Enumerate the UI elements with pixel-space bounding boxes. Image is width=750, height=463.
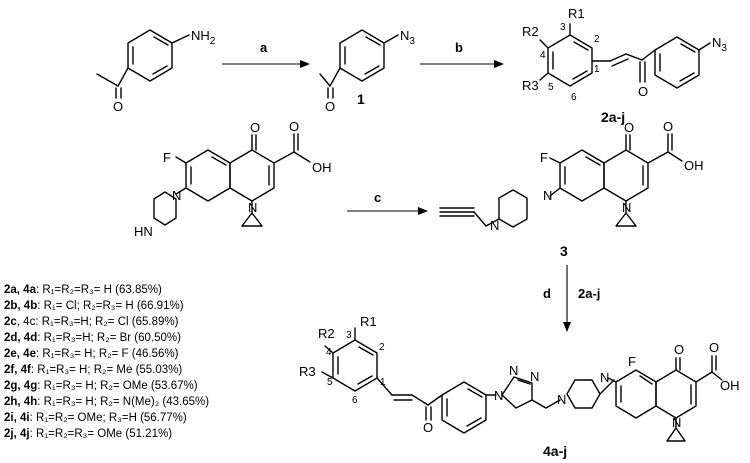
r1-label: R1 — [568, 6, 585, 21]
condition-b: b — [455, 40, 463, 55]
compound-3: F O O OH N N N 3 — [439, 119, 704, 259]
yield-row: 2c, 4c: R₁=R₃=H; R₂= Cl (65.89%) — [4, 316, 179, 328]
n3-label: N3 — [400, 28, 415, 47]
acid-o-label: O — [289, 119, 299, 134]
quinolone-n-label: N — [672, 415, 681, 430]
aminoacetophenone: NH2 O — [96, 28, 216, 114]
piperazine-n2-label: N — [490, 218, 499, 233]
piperazine-n-label: N — [557, 392, 566, 407]
compound-label-3: 3 — [560, 243, 568, 259]
ring-pos-3: 3 — [560, 22, 566, 33]
piperazine-n-label: N — [543, 188, 552, 203]
r3-label: R3 — [299, 364, 316, 379]
condition-d: d — [543, 286, 551, 301]
ring-pos-6: 6 — [571, 92, 577, 103]
acid-o-label: O — [709, 340, 719, 355]
ring-pos-1: 1 — [594, 64, 600, 75]
ring-pos-1: 1 — [380, 377, 386, 388]
piperazine-nh-label: HN — [134, 224, 153, 239]
ring-pos-4: 4 — [540, 50, 546, 61]
triazole-n3-label: N — [530, 369, 539, 384]
oh-label: OH — [684, 158, 704, 173]
r2-label: R2 — [318, 326, 335, 341]
keto-o-label: O — [250, 120, 260, 135]
chalcone-2: R1 R2 R3 N3 O 2 3 4 5 6 1 2a-j — [522, 6, 727, 125]
yield-row: 2e, 4e: R₁=R₃= H; R₂= F (46.56%) — [4, 348, 179, 360]
keto-o-label: O — [674, 342, 684, 357]
triazole-n2-label: N — [509, 363, 518, 378]
triazole-n1-label: N — [494, 388, 503, 403]
n3-label: N3 — [712, 35, 727, 54]
carbonyl-o-label: O — [325, 99, 335, 114]
compound-1: N3 O 1 — [319, 28, 415, 114]
ring-pos-6: 6 — [352, 395, 358, 406]
yield-row: 2f, 4f: R₁=R₃= H; R₂= Me (55.03%) — [4, 364, 182, 376]
compound-label-4a-j: 4a-j — [543, 443, 567, 459]
enone-o-label: O — [638, 84, 648, 99]
compound-label-1: 1 — [357, 91, 365, 107]
ring-pos-2: 2 — [379, 342, 385, 353]
arrow-c — [347, 207, 428, 215]
yield-row: 2d, 4d: R₁=R₃=H; R₂= Br (60.50%) — [4, 332, 181, 344]
piperazine-n2-label: N — [600, 370, 609, 385]
oh-label: OH — [720, 378, 740, 393]
ring-pos-5: 5 — [327, 377, 333, 388]
nh2-label: NH2 — [191, 28, 216, 47]
carbonyl-o-label: O — [113, 99, 123, 114]
yield-row: 2a, 4a: R₁=R₂=R₃= H (63.85%) — [4, 284, 162, 296]
products-4a-j: R2 R1 R3 4 3 2 5 6 1 O N N N N N F O O O… — [299, 314, 740, 459]
condition-a: a — [260, 40, 268, 55]
keto-o-label: O — [624, 120, 634, 135]
yield-row: 2b, 4b: R₁= Cl; R₂=R₃= H (66.91%) — [4, 300, 184, 312]
fluorine-label: F — [628, 354, 636, 369]
r1-label: R1 — [360, 314, 377, 329]
arrow-d — [563, 265, 571, 332]
ring-pos-4: 4 — [326, 347, 332, 358]
ring-pos-3: 3 — [346, 330, 352, 341]
yield-row: 2h, 4h: R₁=R₃= H; R₂= N(Me)₂ (43.65%) — [4, 396, 209, 408]
compound-label-2a-j: 2a-j — [601, 109, 625, 125]
fluorine-label: F — [540, 150, 548, 165]
arrow-b — [420, 60, 504, 68]
yield-row: 2g, 4g: R₁=R₃= H; R₂= OMe (53.67%) — [4, 380, 198, 392]
yield-row: 2j, 4j: R₁=R₂=R₃= OMe (51.21%) — [4, 428, 172, 440]
condition-d-reagent: 2a-j — [578, 286, 600, 301]
condition-c: c — [374, 190, 381, 205]
yield-row: 2i, 4i: R₁=R₂= OMe; R₃=H (56.77%) — [4, 412, 187, 424]
ciprofloxacin: F O O OH N N HN — [134, 119, 332, 239]
ring-pos-5: 5 — [548, 82, 554, 93]
piperazine-n-label: N — [172, 188, 181, 203]
quinolone-n-label: N — [622, 200, 631, 215]
quinolone-n-label: N — [248, 200, 257, 215]
r2-label: R2 — [522, 24, 539, 39]
ring-pos-2: 2 — [594, 34, 600, 45]
enone-o-label: O — [423, 420, 433, 435]
arrow-a — [222, 60, 310, 68]
yield-list: 2a, 4a: R₁=R₂=R₃= H (63.85%) 2b, 4b: R₁=… — [4, 284, 209, 440]
acid-o-label: O — [663, 119, 673, 134]
r3-label: R3 — [522, 78, 539, 93]
oh-label: OH — [312, 160, 332, 175]
fluorine-label: F — [163, 150, 171, 165]
